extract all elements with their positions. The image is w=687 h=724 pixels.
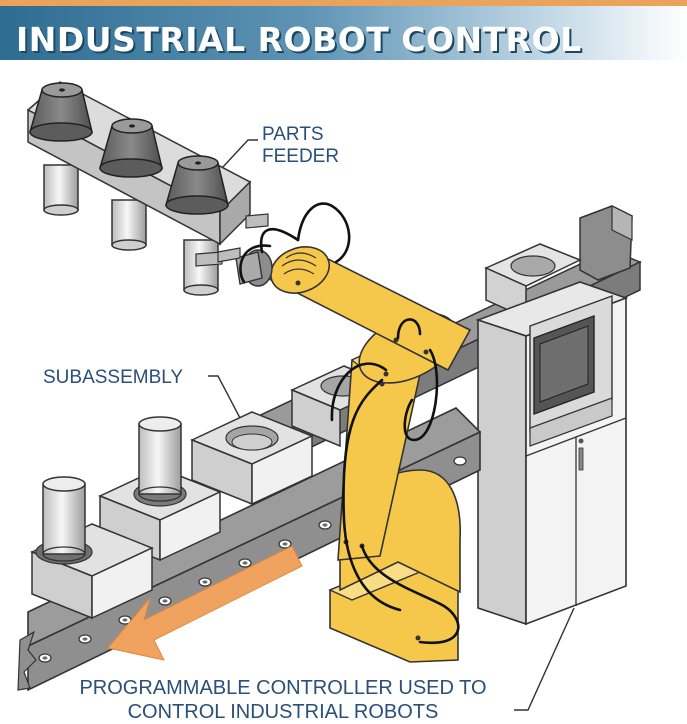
subassembly-block-1 — [30, 476, 154, 620]
parts-feeder-label-line1: PARTS — [262, 124, 324, 145]
controller-label-line1: PROGRAMMABLE CONTROLLER USED TO — [79, 677, 487, 699]
parts-feeder-label-line2: FEEDER — [262, 146, 340, 167]
feeder-part-1 — [29, 82, 93, 142]
leader-lines — [208, 139, 575, 711]
subassembly-block-2 — [98, 416, 222, 562]
leader-controller — [514, 607, 575, 711]
diagram-title: INDUSTRIAL ROBOT CONTROL — [16, 20, 582, 59]
industrial-robot — [217, 202, 472, 663]
leader-parts-feeder — [221, 139, 258, 169]
top-accent-bar — [0, 0, 687, 6]
conveyor-direction-arrow — [107, 545, 303, 661]
parts-feeder-label: PARTS FEEDER — [262, 124, 339, 168]
controller-cabinet — [475, 281, 629, 626]
title-band: INDUSTRIAL ROBOT CONTROL — [0, 6, 687, 60]
subassembly-label: SUBASSEMBLY — [43, 367, 184, 388]
subassembly-block-3 — [190, 411, 314, 506]
feeder-part-2 — [99, 118, 163, 178]
controller-label: PROGRAMMABLE CONTROLLER USED TO CONTROL … — [52, 676, 514, 724]
subassembly-blocks — [30, 365, 394, 620]
controller-label-line2: CONTROL INDUSTRIAL ROBOTS — [127, 701, 439, 723]
feeder-part-3 — [165, 155, 229, 215]
parts-feeder — [26, 81, 269, 296]
leader-subassembly — [208, 375, 241, 419]
